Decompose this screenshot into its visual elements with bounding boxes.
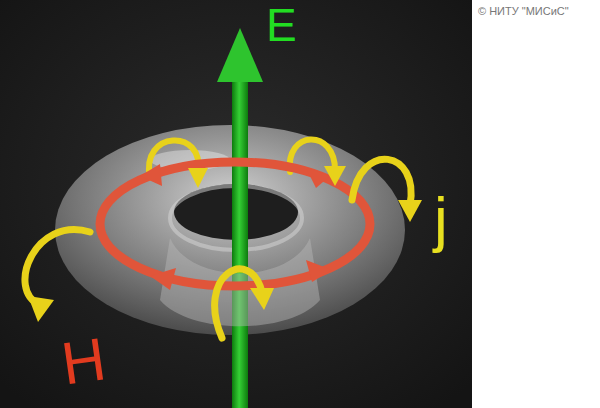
arrowhead [188,168,208,188]
field-label: H [58,329,109,394]
current-loop [352,159,411,205]
torus-body [55,125,405,335]
field-arrowhead [217,28,263,82]
current-loops-front [25,159,411,338]
current-label: j [434,188,448,250]
field-arrow-shaft [232,76,248,408]
arrowhead [398,200,422,222]
current-loop [215,269,262,338]
arrowhead [140,164,162,186]
arrowhead [28,296,54,322]
current-loop [25,230,90,305]
arrowhead [150,268,176,290]
dark-background [0,0,472,408]
arrowhead [324,166,346,186]
arrowhead [250,288,274,310]
field-label: E [266,2,297,48]
watermark: © НИТУ "МИСиС" [478,6,569,17]
arrowhead [306,260,332,282]
current-arrowheads [28,166,422,322]
arrowhead [306,168,330,188]
